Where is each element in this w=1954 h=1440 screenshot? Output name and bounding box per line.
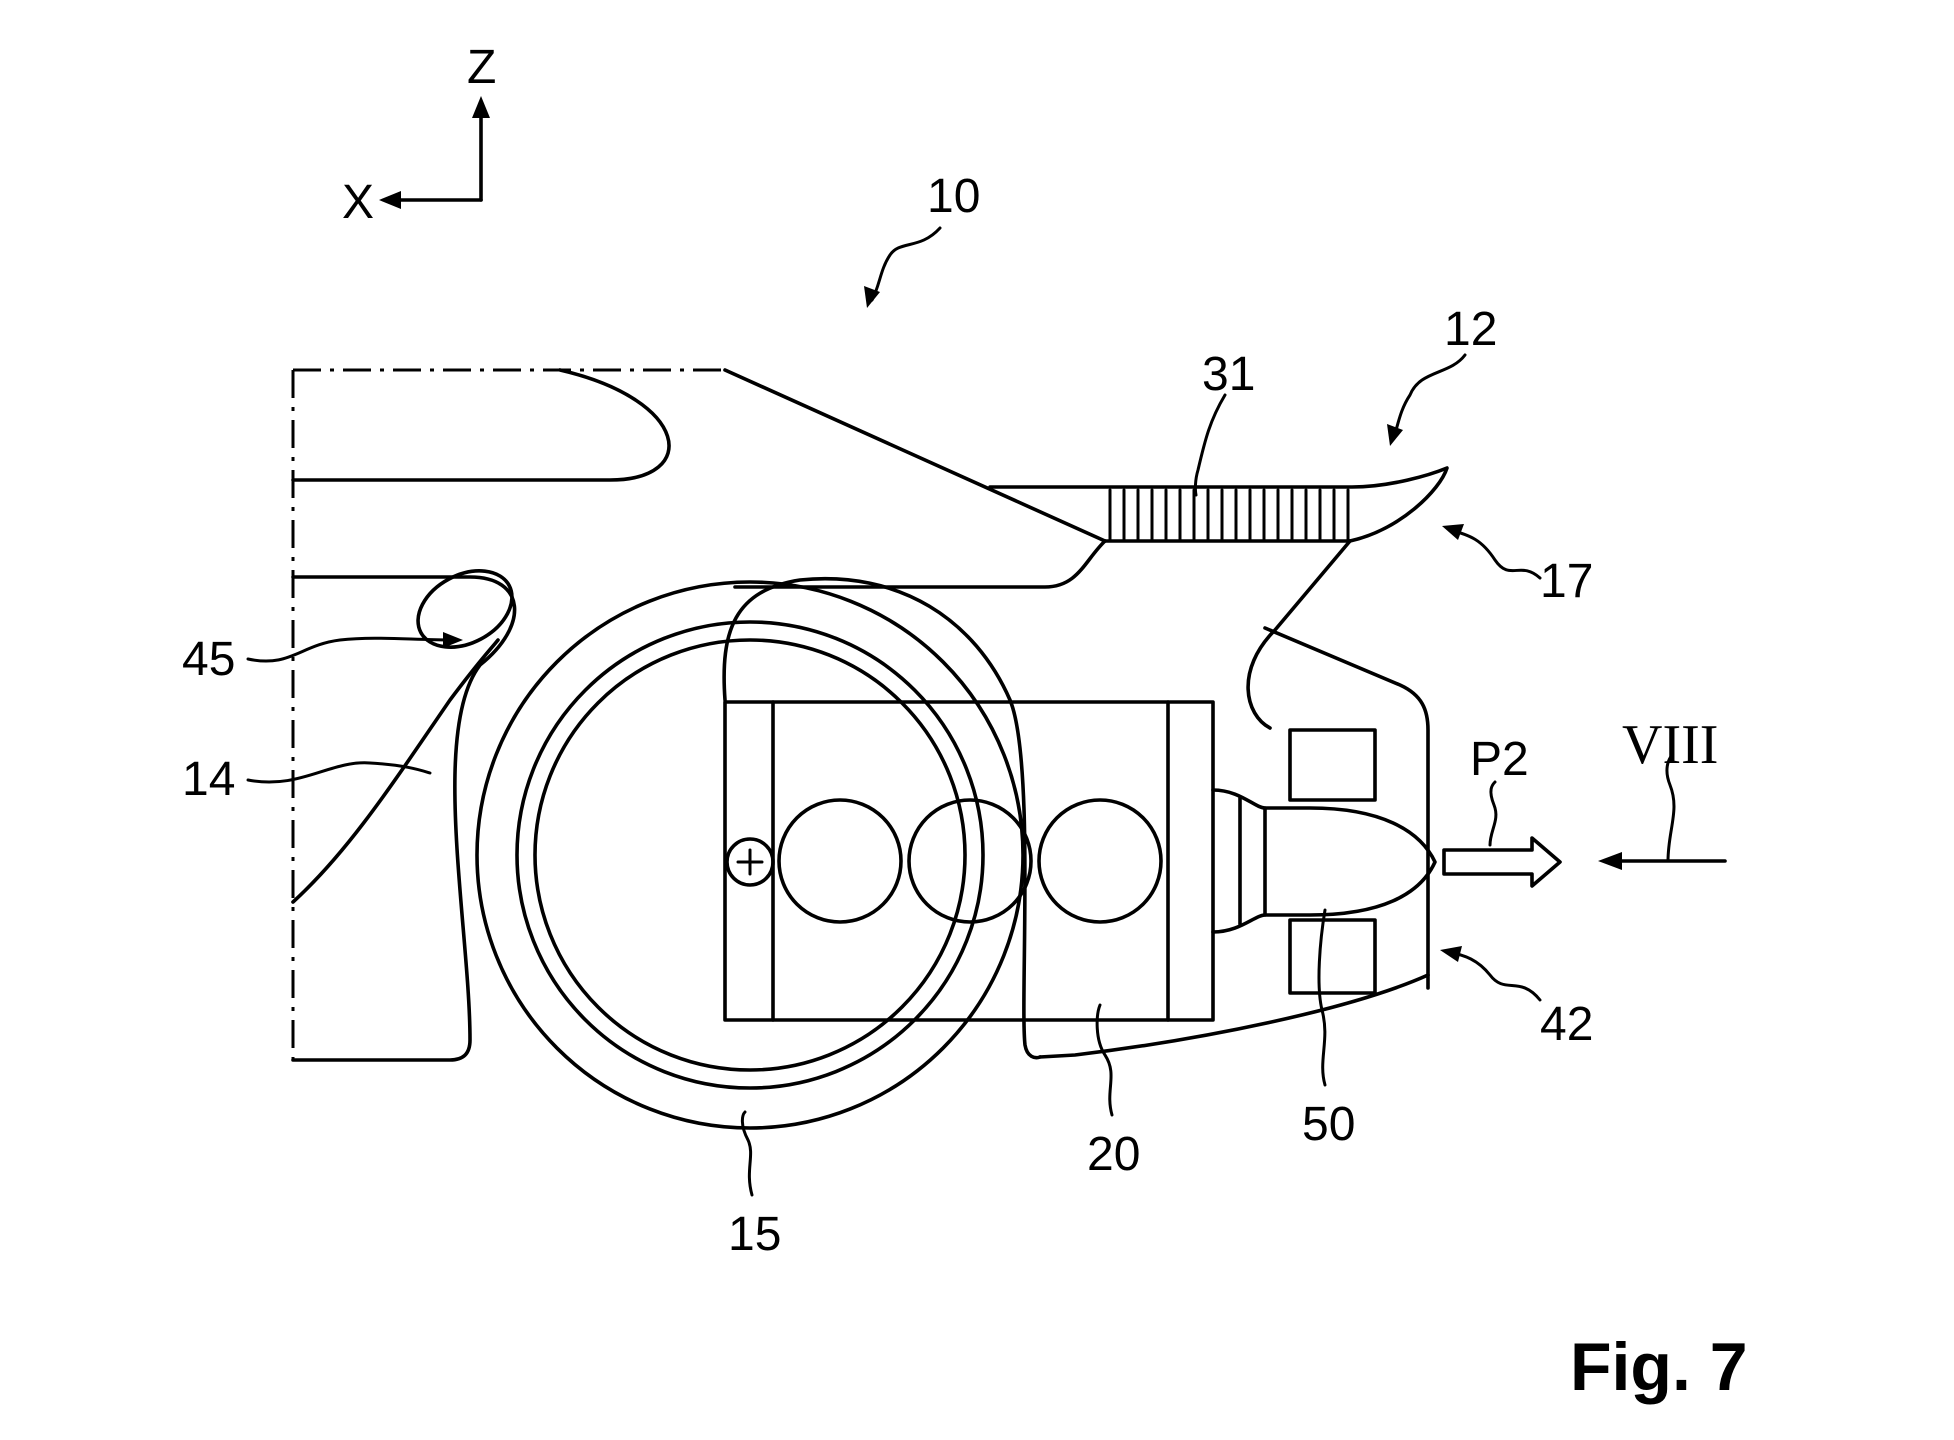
inner-top-contour xyxy=(733,539,1107,589)
opening-45 xyxy=(416,569,514,649)
roller-3 xyxy=(1037,798,1163,924)
axis-indicator: Z X xyxy=(342,41,496,229)
pivot-plus-icon xyxy=(725,837,775,887)
side-slot-outline xyxy=(291,575,517,1062)
wheel-inner-ring xyxy=(515,620,985,1090)
view-arrowhead xyxy=(1598,852,1622,870)
wheel-15 xyxy=(475,580,1025,1130)
leader-lines xyxy=(246,226,1542,1197)
housing-body xyxy=(291,368,1430,1062)
comb-tip-outline-17 xyxy=(988,466,1449,543)
x-axis-arrowhead xyxy=(379,191,401,209)
roller-2 xyxy=(907,798,1033,924)
z-axis-arrowhead xyxy=(472,96,490,118)
label-12: 12 xyxy=(1444,303,1497,356)
wheel-hub-circle xyxy=(533,638,967,1072)
carrier-rectangle xyxy=(723,700,1215,1022)
comb-teeth xyxy=(1108,488,1350,543)
right-arm-inner-edge xyxy=(1246,539,1352,730)
label-45: 45 xyxy=(182,633,235,686)
comb-31 xyxy=(988,466,1449,543)
roller-1 xyxy=(777,798,903,924)
figure-caption: Fig. 7 xyxy=(1570,1329,1748,1405)
upper-slot-outline xyxy=(291,368,671,482)
label-42: 42 xyxy=(1540,998,1593,1051)
z-axis-label: Z xyxy=(467,41,496,94)
view-leader xyxy=(1665,753,1676,863)
right-shoulder-edge xyxy=(1263,626,1430,990)
label-14: 14 xyxy=(182,753,235,806)
label-10: 10 xyxy=(927,170,980,223)
label-p2: P2 xyxy=(1470,733,1529,786)
bottom-curved-edge xyxy=(1038,973,1430,1059)
top-slanted-edge xyxy=(723,368,1107,543)
label-20: 20 xyxy=(1087,1128,1140,1181)
label-31: 31 xyxy=(1202,348,1255,401)
label-50: 50 xyxy=(1302,1098,1355,1151)
section-break-line xyxy=(291,368,725,1060)
nozzle-50 xyxy=(1211,728,1437,995)
channel-edge-14 xyxy=(291,638,500,904)
direction-arrow-p2 xyxy=(1442,836,1562,888)
label-viii: VIII xyxy=(1622,714,1718,776)
lower-guide-block xyxy=(1288,918,1377,995)
label-17: 17 xyxy=(1540,555,1593,608)
label-15: 15 xyxy=(728,1208,781,1261)
carrier-20 xyxy=(723,700,1215,1022)
x-axis-label: X xyxy=(342,176,374,229)
upper-guide-block xyxy=(1288,728,1377,802)
wheel-outer-ring xyxy=(475,580,1025,1130)
carrier-loop-outline xyxy=(722,577,1042,1060)
